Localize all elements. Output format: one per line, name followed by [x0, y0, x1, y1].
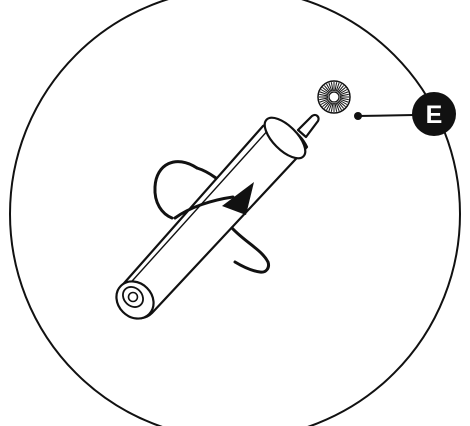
- disc-spoke: [326, 83, 332, 93]
- disc-spoke: [328, 82, 333, 92]
- disc-spoke: [322, 86, 330, 94]
- disc-spoke: [322, 100, 330, 108]
- callout-badge: [412, 92, 456, 136]
- disc-spoke: [323, 101, 331, 109]
- disc-spoke: [337, 85, 345, 93]
- disc-spoke: [339, 98, 349, 103]
- disc-spoke: [336, 83, 342, 93]
- disc-spoke: [330, 82, 334, 92]
- cylinder-shaft: [296, 113, 320, 139]
- disc-spoke: [323, 85, 331, 93]
- rotation-arrowhead: [222, 182, 254, 215]
- disc-spoke: [335, 82, 340, 92]
- disc-spoke: [320, 89, 330, 95]
- disc-spoke: [334, 82, 338, 92]
- disc-spoke: [320, 99, 330, 105]
- disc-spoke: [319, 98, 329, 103]
- disc-spoke: [336, 101, 342, 111]
- disc-spoke: [339, 91, 349, 96]
- callout-label: E: [426, 101, 443, 129]
- rotation-arrow-icon: [173, 182, 270, 274]
- cylinder-axle-hole: [127, 291, 139, 303]
- disc-spoke: [338, 100, 346, 108]
- disc-spoke: [338, 99, 348, 105]
- disc-spoke: [328, 102, 333, 112]
- cylinder-roller-icon: [115, 113, 320, 320]
- disc-spoke: [339, 97, 349, 101]
- disc-spoke: [338, 89, 348, 95]
- disc-spoke: [330, 102, 334, 112]
- disc-spoke: [339, 93, 349, 97]
- disc-icon: [317, 80, 351, 114]
- rotation-arrow-tail: [230, 226, 270, 274]
- disc-spoke: [335, 102, 340, 112]
- disc-spoke: [319, 93, 329, 97]
- disc-spoke: [319, 97, 329, 101]
- callout-leader-dot: [354, 112, 362, 120]
- disc-spoke: [334, 102, 338, 112]
- disc-spoke: [338, 86, 346, 94]
- callout-leader-line: [357, 114, 415, 117]
- disc-spoke: [319, 91, 329, 96]
- cylinder-back-cap: [263, 116, 307, 160]
- cylinder-edge: [123, 127, 271, 291]
- disc-spoke: [337, 101, 345, 109]
- disc-spoke: [326, 101, 332, 111]
